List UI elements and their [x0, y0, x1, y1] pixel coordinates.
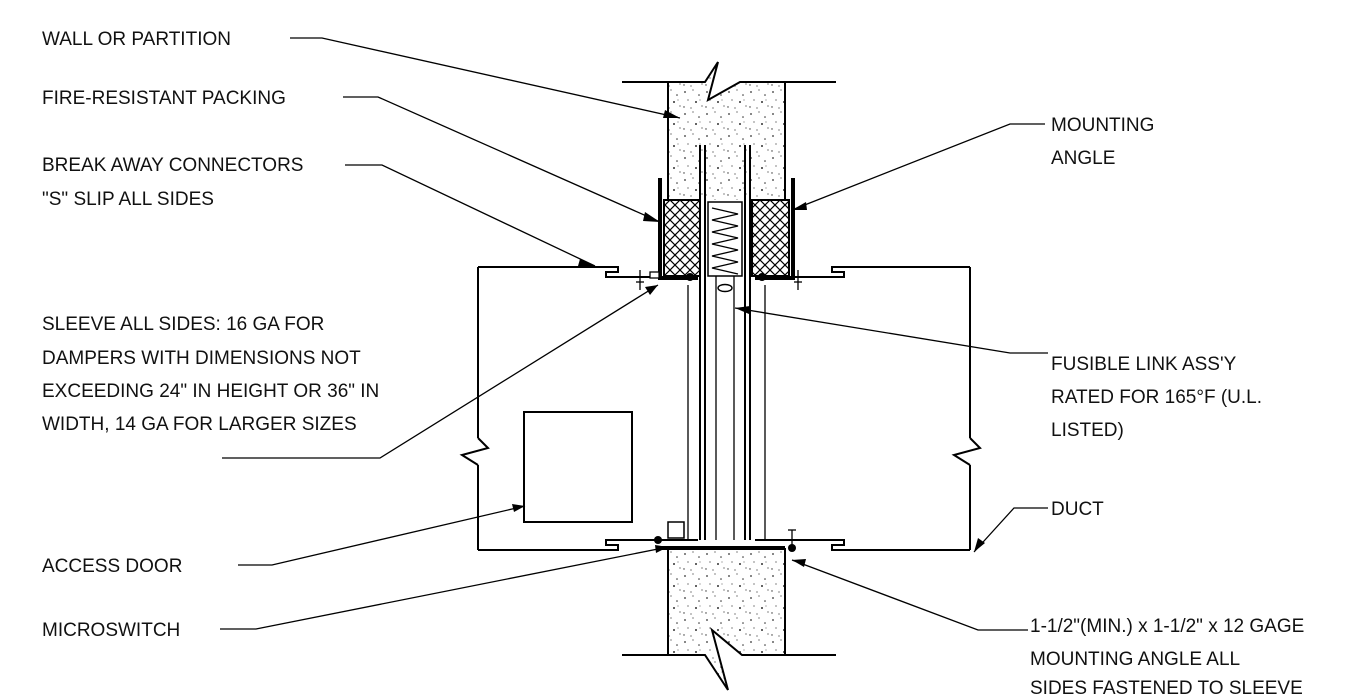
label-sleeve-2: DAMPERS WITH DIMENSIONS NOT — [42, 348, 361, 369]
label-angle-spec-1: 1-1/2"(MIN.) x 1-1/2" x 12 GAGE — [1030, 616, 1304, 637]
label-angle-spec-3: SIDES FASTENED TO SLEEVE — [1030, 678, 1303, 699]
label-connectors-2: "S" SLIP ALL SIDES — [42, 189, 214, 210]
duct-right — [850, 266, 982, 551]
leader-lines — [220, 37, 1048, 631]
label-connectors-1: BREAK AWAY CONNECTORS — [42, 155, 303, 176]
labels: WALL OR PARTITION FIRE-RESISTANT PACKING… — [42, 29, 1304, 699]
label-sleeve-4: WIDTH, 14 GA FOR LARGER SIZES — [42, 414, 357, 435]
label-fusible-2: RATED FOR 165°F (U.L. — [1051, 387, 1262, 408]
label-wall: WALL OR PARTITION — [42, 29, 231, 50]
label-fusible-3: LISTED) — [1051, 420, 1124, 441]
label-mounting-angle-2: ANGLE — [1051, 148, 1115, 169]
access-door — [523, 411, 633, 523]
label-duct: DUCT — [1051, 499, 1104, 520]
fusible-link — [711, 207, 739, 293]
label-access-door: ACCESS DOOR — [42, 556, 182, 577]
label-mounting-angle-1: MOUNTING — [1051, 115, 1154, 136]
label-sleeve-1: SLEEVE ALL SIDES: 16 GA FOR — [42, 314, 324, 335]
arrowheads — [512, 110, 985, 567]
label-microswitch: MICROSWITCH — [42, 620, 180, 641]
s-slip-connectors — [600, 266, 850, 552]
label-sleeve-3: EXCEEDING 24" IN HEIGHT OR 36" IN — [42, 381, 379, 402]
label-packing: FIRE-RESISTANT PACKING — [42, 88, 286, 109]
label-angle-spec-2: MOUNTING ANGLE ALL — [1030, 649, 1240, 670]
wall-lower — [622, 548, 836, 691]
duct-left — [459, 266, 600, 551]
label-fusible-1: FUSIBLE LINK ASS'Y — [1051, 354, 1237, 375]
wall-upper — [622, 61, 836, 200]
